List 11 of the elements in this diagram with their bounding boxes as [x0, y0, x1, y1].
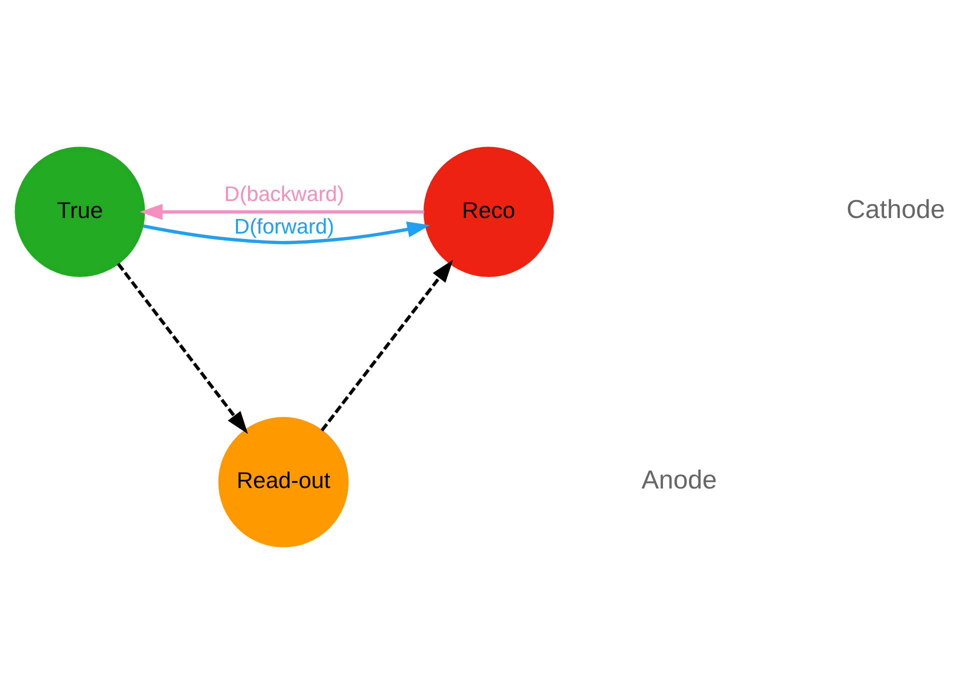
arrow: [116, 262, 248, 434]
edge-label: D(backward): [224, 182, 344, 206]
label: Cathode: [846, 194, 945, 224]
arrow: [140, 203, 424, 220]
node-circle: True: [14, 146, 146, 276]
arrow: [142, 221, 430, 244]
node-circle: Reco: [424, 146, 554, 276]
label: Anode: [641, 464, 717, 494]
node-circle: Read-out: [218, 416, 349, 547]
arrow: [320, 259, 454, 432]
edge-label: D(forward): [234, 215, 334, 238]
